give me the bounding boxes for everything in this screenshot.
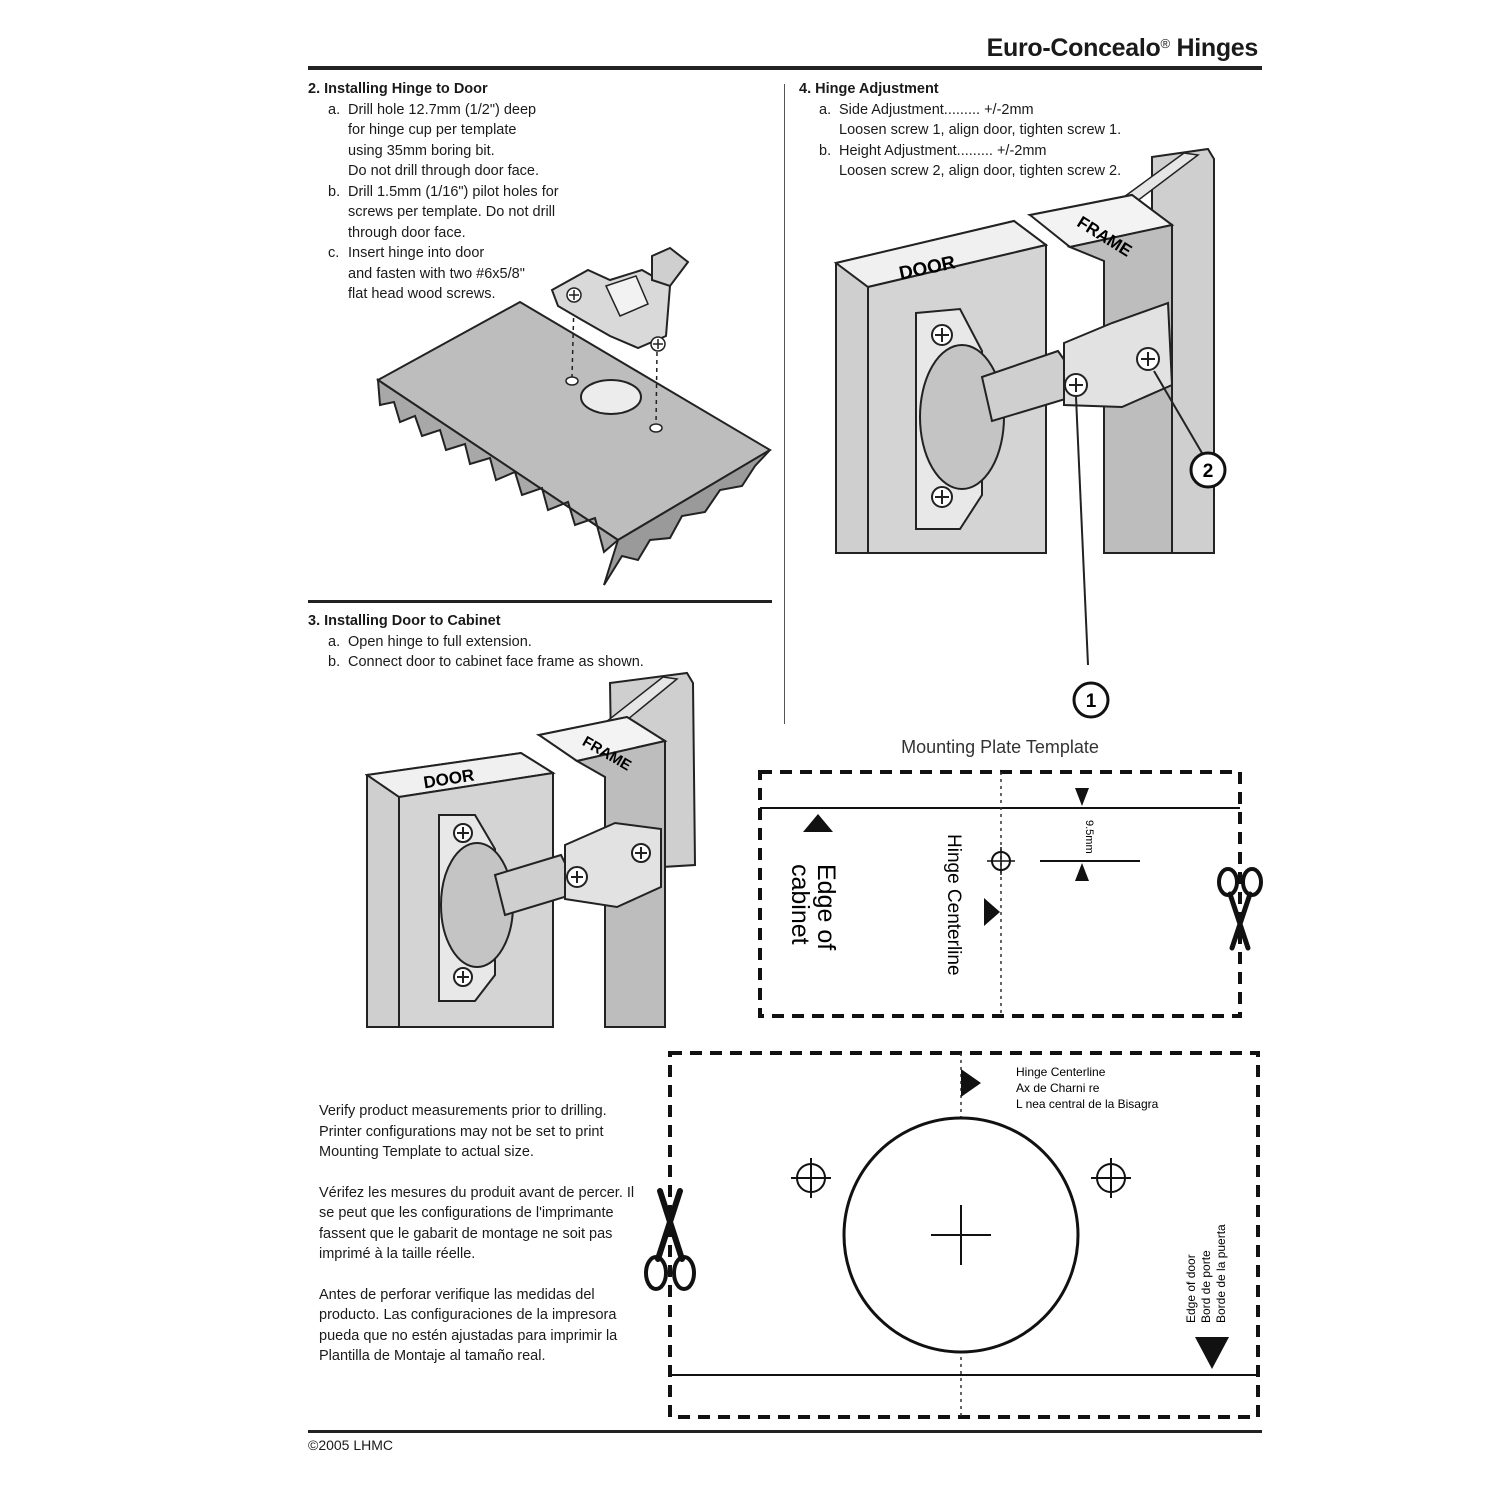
board-drilling-illustration xyxy=(376,246,772,586)
hinge-icon xyxy=(438,814,662,1002)
callout-1: 1 xyxy=(1072,681,1110,719)
centerline-en: Hinge Centerline xyxy=(1016,1065,1106,1079)
print-notes: Verify product measurements prior to dri… xyxy=(319,1101,639,1387)
centerline-label: Hinge Centerline xyxy=(943,834,964,976)
note-es: Antes de perforar verifique las medidas … xyxy=(319,1286,618,1365)
mounting-plate-template: Mounting Plate Template 9.5mm Edge of ca… xyxy=(758,737,1263,1018)
arrow-icon xyxy=(961,1069,981,1097)
dimension-label: 9.5mm xyxy=(1083,820,1095,854)
hinge-cup-template: Hinge Centerline Ax de Charni re L nea c… xyxy=(644,1051,1260,1419)
arrow-icon xyxy=(984,898,1000,926)
section-divider xyxy=(308,600,772,603)
section-install-door: 3. Installing Door to Cabinet a.Open hin… xyxy=(308,613,644,670)
header-rule xyxy=(308,66,1262,70)
template-title: Mounting Plate Template xyxy=(901,737,1099,757)
svg-text:2: 2 xyxy=(1203,461,1214,482)
section-hinge-adjustment: 4. Hinge Adjustment a. Side Adjustment..… xyxy=(799,81,1122,179)
page-title: Euro-Concealo® Hinges xyxy=(986,34,1259,62)
section-heading: 2. Installing Hinge to Door xyxy=(308,81,488,97)
arrow-icon xyxy=(1195,1337,1229,1369)
note-en: Verify product measurements prior to dri… xyxy=(319,1103,607,1160)
callout-2: 2 xyxy=(1189,451,1227,489)
note-fr: Vérifez les mesures du produit avant de … xyxy=(319,1184,635,1263)
hinge-adjustment-illustration: FRAME DOOR xyxy=(833,147,1215,666)
section-heading: 4. Hinge Adjustment xyxy=(799,81,939,97)
column-divider xyxy=(784,84,785,724)
edge-en: Edge of door xyxy=(1184,1254,1198,1323)
svg-text:1: 1 xyxy=(1086,691,1097,712)
centerline-es: L nea central de la Bisagra xyxy=(1016,1097,1159,1111)
door-frame-illustration: FRAME DOOR xyxy=(365,671,697,1028)
centerline-fr: Ax de Charni re xyxy=(1016,1081,1100,1095)
edge-label: cabinet xyxy=(786,864,814,945)
footer-rule xyxy=(308,1430,1262,1433)
section-heading: 3. Installing Door to Cabinet xyxy=(308,613,501,629)
hinge-icon xyxy=(915,301,1174,530)
scissors-icon xyxy=(644,1188,696,1291)
edge-label: Edge of xyxy=(812,864,840,950)
edge-fr: Bord de porte xyxy=(1199,1250,1213,1323)
arrow-icon xyxy=(803,814,833,832)
section-install-hinge: 2. Installing Hinge to Door a. Drill hol… xyxy=(308,81,559,302)
edge-es: Borde de la puerta xyxy=(1214,1224,1228,1323)
copyright: ©2005 LHMC xyxy=(308,1437,394,1453)
hinge-icon xyxy=(550,246,690,352)
scissors-icon xyxy=(1217,867,1263,951)
